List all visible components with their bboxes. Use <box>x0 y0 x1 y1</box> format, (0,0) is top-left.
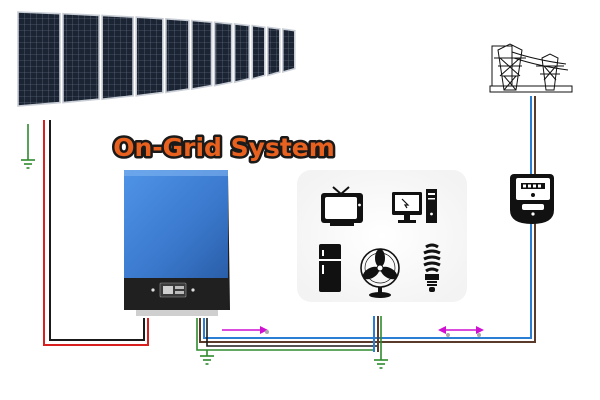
solar-array <box>17 11 296 107</box>
load-ground-icon <box>374 359 388 369</box>
dc-wiring <box>21 120 149 346</box>
power-tower-icon <box>489 43 573 93</box>
inverter-ground-icon <box>200 350 214 365</box>
home-loads <box>297 170 467 302</box>
solar-panel-icon <box>191 19 213 90</box>
solar-panel-icon <box>165 17 190 94</box>
electric-meter-icon <box>510 174 554 224</box>
ground-symbol-icon <box>21 159 35 169</box>
refrigerator-icon <box>319 244 341 292</box>
fan-icon <box>360 248 400 298</box>
tv-icon <box>321 186 363 226</box>
solar-panel-icon <box>213 21 233 87</box>
flow-arrow-bidirectional <box>438 326 484 337</box>
computer-icon <box>392 189 437 223</box>
diagram-title: On-Grid System <box>113 133 335 162</box>
solar-panel-icon <box>233 23 251 84</box>
solar-panel-icon <box>282 28 296 74</box>
dc-positive-wire <box>43 120 149 346</box>
solar-panel-icon <box>267 26 281 77</box>
solar-panel-icon <box>62 12 100 104</box>
flow-arrow-right <box>222 326 269 334</box>
solar-panel-icon <box>17 11 61 107</box>
solar-panel-icon <box>135 16 164 97</box>
cfl-bulb-icon <box>423 243 441 292</box>
dc-negative-wire <box>49 120 145 341</box>
solar-panel-icon <box>101 14 134 101</box>
solar-panel-icon <box>251 24 266 80</box>
inverter-icon <box>124 170 230 316</box>
